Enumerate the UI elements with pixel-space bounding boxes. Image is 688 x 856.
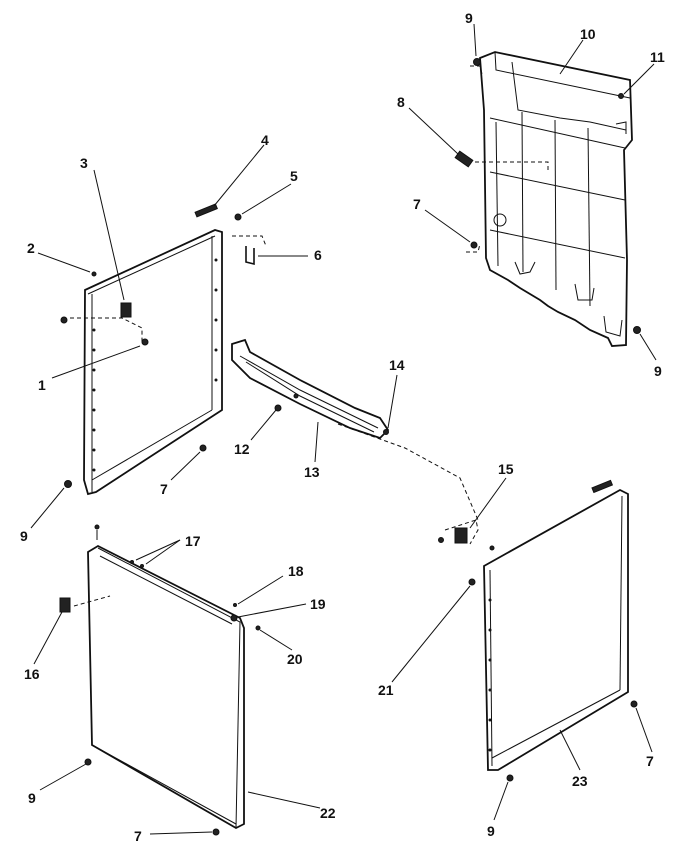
screw-1 [141,338,149,346]
spring-right [591,479,614,494]
spring-4 [194,203,218,218]
callout-20: 20 [287,651,303,667]
callout-4: 4 [261,132,269,148]
right-panel-holes [488,598,492,752]
front-panel [59,524,261,836]
callout-3: 3 [80,155,88,171]
screw-14 [383,429,389,435]
callout-16: 16 [24,666,40,682]
callout-7-right: 7 [646,753,654,769]
callout-9-left: 9 [20,528,28,544]
callout-23: 23 [572,773,588,789]
callout-21: 21 [378,682,394,698]
callout-18: 18 [288,563,304,579]
callout-12: 12 [234,441,250,457]
callout-7-rear: 7 [413,196,421,212]
screw-11 [618,93,624,99]
screw-9-rear-top [473,58,481,66]
callout-8: 8 [397,94,405,110]
left-panel-holes [92,258,218,472]
callout-labels: 9 10 11 8 7 9 3 4 5 6 2 1 7 9 12 13 14 1… [20,10,665,844]
bracket-3 [120,302,132,318]
screw-17-b [140,564,144,568]
callout-9-right: 9 [487,823,495,839]
screw-9-left [64,480,72,488]
clip-6 [245,246,255,266]
callout-7-front: 7 [134,828,142,844]
washer-5 [234,213,242,221]
callout-19: 19 [310,596,326,612]
callout-7-left: 7 [160,481,168,497]
front-brace [231,338,479,521]
latch-16 [59,597,71,613]
screw-21 [468,578,476,586]
top-left-hardware [194,203,267,266]
callout-13: 13 [304,464,320,480]
left-side-panel [60,229,223,496]
callout-5: 5 [290,168,298,184]
callout-14: 14 [389,357,405,373]
callout-9-front: 9 [28,790,36,806]
washer-19 [230,614,238,622]
bracket-15-assembly [438,519,495,551]
callout-6: 6 [314,247,322,263]
callout-10: 10 [580,26,596,42]
callout-1: 1 [38,377,46,393]
screw-9-right [506,774,514,782]
screw-7-left [199,444,207,452]
screw-7-front [212,828,220,836]
callout-2: 2 [27,240,35,256]
callout-15: 15 [498,461,514,477]
bracket-15 [454,527,468,544]
screw-2 [91,271,97,277]
screw-12 [274,404,282,412]
right-side-panel [468,479,638,782]
screw-7-right [630,700,638,708]
callout-17: 17 [185,533,201,549]
screw-9-rear-bottom [633,326,641,334]
spring-8 [454,150,474,168]
screw-left-upper [60,316,68,324]
screw-17-a [130,560,134,564]
rear-panel [479,51,633,347]
callout-9-rear: 9 [654,363,662,379]
rear-panel-hardware [454,58,641,334]
callout-11: 11 [650,49,665,65]
screw-18 [233,603,237,607]
leader-lines [30,23,657,835]
screw-17-top [94,524,100,530]
screw-7-rear [470,241,478,249]
callout-22: 22 [320,805,336,821]
callout-9-top: 9 [465,10,473,26]
screw-9-front [84,758,92,766]
screw-20 [255,625,261,631]
